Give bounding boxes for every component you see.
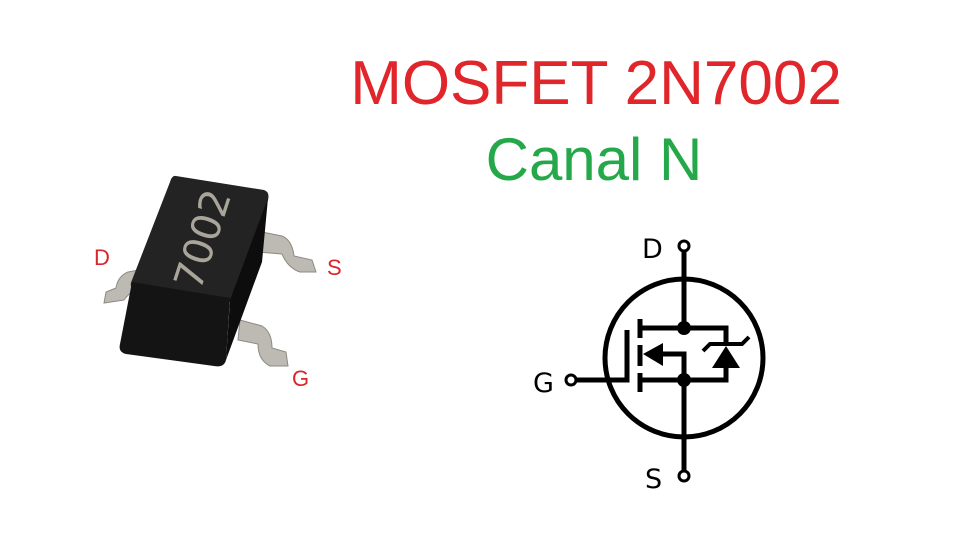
body-connection xyxy=(660,351,687,380)
sot23-package-illustration: 7002 xyxy=(103,175,317,367)
drain-connection xyxy=(640,325,729,346)
drain-junction-dot xyxy=(677,321,691,335)
package-pin-label-source: S xyxy=(327,255,342,280)
chip-side-face xyxy=(226,198,268,360)
package-pin-label-gate: G xyxy=(292,366,309,391)
package-pin-label-drain: D xyxy=(94,245,110,270)
subtitle: Canal N xyxy=(486,126,703,193)
source-terminal xyxy=(677,469,691,483)
chip-front-face xyxy=(119,282,230,367)
title: MOSFET 2N7002 xyxy=(350,49,842,118)
lead-source xyxy=(257,231,317,273)
lead-gate xyxy=(237,319,289,367)
gate-lead xyxy=(576,330,630,383)
symbol-fills xyxy=(643,321,740,387)
chip-top-face xyxy=(130,175,269,302)
terminals xyxy=(564,239,691,483)
symbol-pin-label-source: S xyxy=(645,464,662,495)
body-arrow-icon xyxy=(643,343,663,366)
drain-terminal xyxy=(677,239,691,253)
source-junction-dot xyxy=(677,373,691,387)
symbol-pin-label-gate: G xyxy=(533,368,554,399)
zener-diode-triangle-icon xyxy=(712,346,740,368)
n-channel-mosfet-schematic-icon xyxy=(576,251,766,471)
gate-terminal xyxy=(564,373,578,387)
symbol-pin-label-drain: D xyxy=(642,234,663,265)
zener-bar xyxy=(701,335,751,353)
source-connection xyxy=(640,368,729,383)
